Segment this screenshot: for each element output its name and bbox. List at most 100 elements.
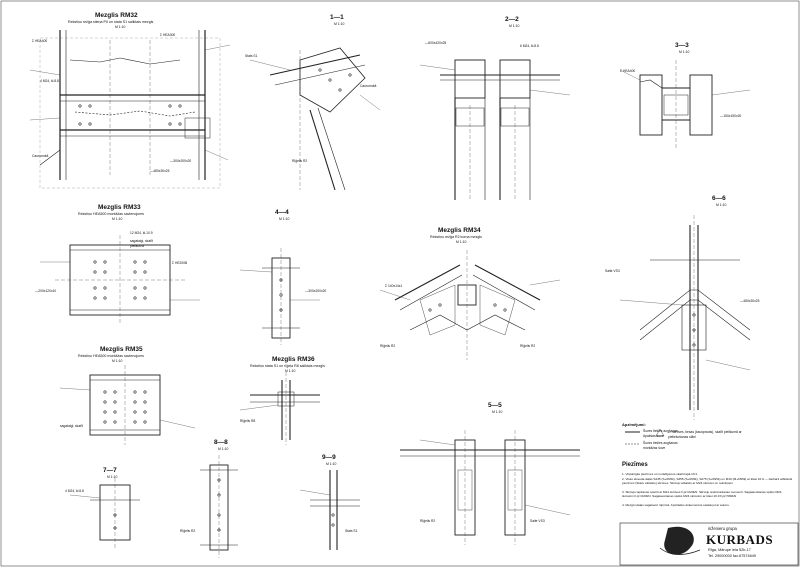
label-rigel8: Rīģelis R8	[240, 419, 256, 423]
label-plate5: —200x120x10	[35, 289, 57, 293]
title-rm34: Mezglis RM34	[438, 227, 481, 234]
scale-9-9: M 1:10	[326, 462, 337, 466]
label-stats-5-5: Saite VS3	[530, 519, 545, 523]
company-brand: KURBADS	[706, 532, 774, 547]
detail-rm35	[59, 365, 196, 445]
bolt-group	[93, 260, 147, 300]
label-hea400: Σ HEA400	[32, 39, 48, 43]
label-rigel: Rīģelis R2	[292, 159, 308, 163]
title-block	[619, 522, 799, 566]
label-sketch2: pielikumā	[130, 244, 144, 248]
scale-rm34: M 1:10	[456, 240, 467, 244]
scale-rm33: M 1:10	[112, 217, 123, 221]
title-1-1: 1—1	[330, 14, 344, 21]
company-contact: Tel. 29000000 fax.67574649	[708, 554, 756, 558]
note-2: 2. Visas tērauda daļas S235 (S+0N5k), S3…	[622, 477, 793, 486]
title-3-3: 3—3	[675, 42, 689, 49]
legend-heading: Apzīmējumi:	[622, 422, 646, 427]
title-rm33: Mezglis RM33	[98, 204, 141, 211]
legend-item-5: — skrūves, tiesas (kausprauts), skatīt p…	[668, 430, 742, 434]
title-8-8: 8—8	[214, 439, 228, 446]
detail-rm36	[239, 372, 320, 445]
title-rm36: Mezglis RM36	[272, 356, 315, 363]
section-8-8	[200, 455, 238, 558]
label-bolts12: 12 M24, kl.10.9	[130, 231, 153, 235]
section-9-9	[299, 470, 360, 550]
legend-symbols	[625, 428, 665, 445]
title-7-7: 7—7	[103, 467, 117, 474]
title-2-2: 2—2	[505, 16, 519, 23]
label-welds: Σ 140x14x1	[385, 284, 403, 288]
company-type: inženieru grupa	[708, 526, 737, 531]
section-1-1	[249, 47, 381, 191]
label-hea400-3: Σ HEA400	[620, 69, 636, 73]
subtitle-rm36: Rekstiņu stata S1 un rīģeļa R8 saliktais…	[250, 364, 325, 368]
label-hea300: Σ HEA300	[160, 33, 176, 37]
label-cutout-1-1: Caurumotā	[360, 84, 377, 88]
title-rm35: Mezglis RM35	[100, 346, 143, 353]
scale-2-2: M 1:10	[509, 24, 520, 28]
scale-8-8: M 1:10	[218, 447, 229, 451]
scale-rm36: M 1:10	[285, 369, 296, 373]
section-7-7	[69, 478, 140, 548]
scale-4-4: M 1:10	[279, 217, 290, 221]
scale-7-7: M 1:10	[107, 475, 118, 479]
label-plate4: —150x150x20	[720, 114, 742, 118]
company-logo-icon	[664, 526, 694, 555]
company-address: Rīga, Mārupe iela 52b-17	[708, 548, 751, 552]
notes-heading: Piezīmes	[622, 462, 648, 468]
label-plate1: —480x30x25	[150, 169, 170, 173]
title-4-4: 4—4	[275, 209, 289, 216]
title-9-9: 9—9	[322, 454, 336, 461]
legend-item-6: pietiekošanas slāni	[668, 435, 696, 439]
label-cutout: Caurumotā	[32, 154, 49, 158]
legend-item-3: Šuves tiešies augšanas	[643, 441, 678, 445]
label-bolts6: 6 M24, kl.8.8	[520, 44, 539, 48]
section-5-5	[400, 430, 580, 545]
detail-rm34	[379, 250, 561, 360]
label-rigel-8-8: Rīģelis R2	[180, 529, 196, 533]
note-3: 3. Skrūvju tapšanas sparīti ar M24 skrūv…	[622, 490, 782, 499]
scale-5-5: M 1:10	[492, 410, 503, 414]
title-rm32: Mezglis RM32	[95, 12, 138, 19]
note-1: 1. Vispārīgās piezīmes un norādījumus sk…	[622, 472, 698, 476]
note-4: 4. Mezglu daļas sagatavot rūpnīcā. Apstr…	[622, 503, 730, 507]
label-stats-9-9: Stats S1	[345, 529, 358, 533]
label-bolts4: 4 M24, kl.8.8	[40, 79, 59, 83]
label-sketch: sagataigi, skatīt	[130, 239, 153, 243]
scale-6-6: M 1:10	[716, 203, 727, 207]
label-rigel-5-5: Rīģelis R2	[420, 519, 436, 523]
subtitle-rm34: Rekstiņu režģa R2 korņa mezgls	[430, 235, 482, 239]
section-4-4	[239, 248, 320, 345]
detail-rm33	[40, 235, 200, 325]
label-plate3: —600x420x25	[425, 41, 447, 45]
label-rigel-rm34-b: Rīģelis R2	[520, 344, 536, 348]
section-2-2	[419, 59, 571, 200]
label-sketch-rm35: sagataigi, skatīt	[60, 424, 83, 428]
scale-rm32: M 1:10	[115, 25, 126, 29]
subtitle-rm33: Rekstiņu HEA500 montāžas savienojums	[78, 212, 144, 216]
label-he200: Σ HE200B	[172, 261, 188, 265]
section-6-6	[619, 215, 751, 420]
section-3-3	[619, 60, 751, 150]
label-plate2: —300x200x20	[170, 159, 192, 163]
title-6-6: 6—6	[712, 195, 726, 202]
label-stats1: Saite VS3	[605, 269, 620, 273]
label-plate-4-4: —300x200x20	[305, 289, 327, 293]
label-plate-6-6: —480x30x25	[740, 299, 760, 303]
detail-rm32	[29, 30, 231, 189]
legend-item-4: montāžas šuve	[643, 446, 666, 450]
title-5-5: 5—5	[488, 402, 502, 409]
legend-item-1: Šuves tiešies augšanas	[643, 429, 678, 433]
label-stats: Stats S1	[245, 54, 258, 58]
subtitle-rm35: Rekstiņu HEA500 montāžas savienojums	[78, 354, 144, 358]
subtitle-rm32: Rekstiņu režģa stieņa PII un stata S1 sa…	[68, 20, 154, 24]
label-rigel-rm34: Rīģelis R2	[380, 344, 396, 348]
scale-rm35: M 1:10	[112, 359, 123, 363]
scale-3-3: M 1:10	[679, 50, 690, 54]
legend-item-2: Apakšas šuve	[643, 434, 664, 438]
label-bolts-7-7: 4 M24, kl.8.8	[65, 489, 84, 493]
